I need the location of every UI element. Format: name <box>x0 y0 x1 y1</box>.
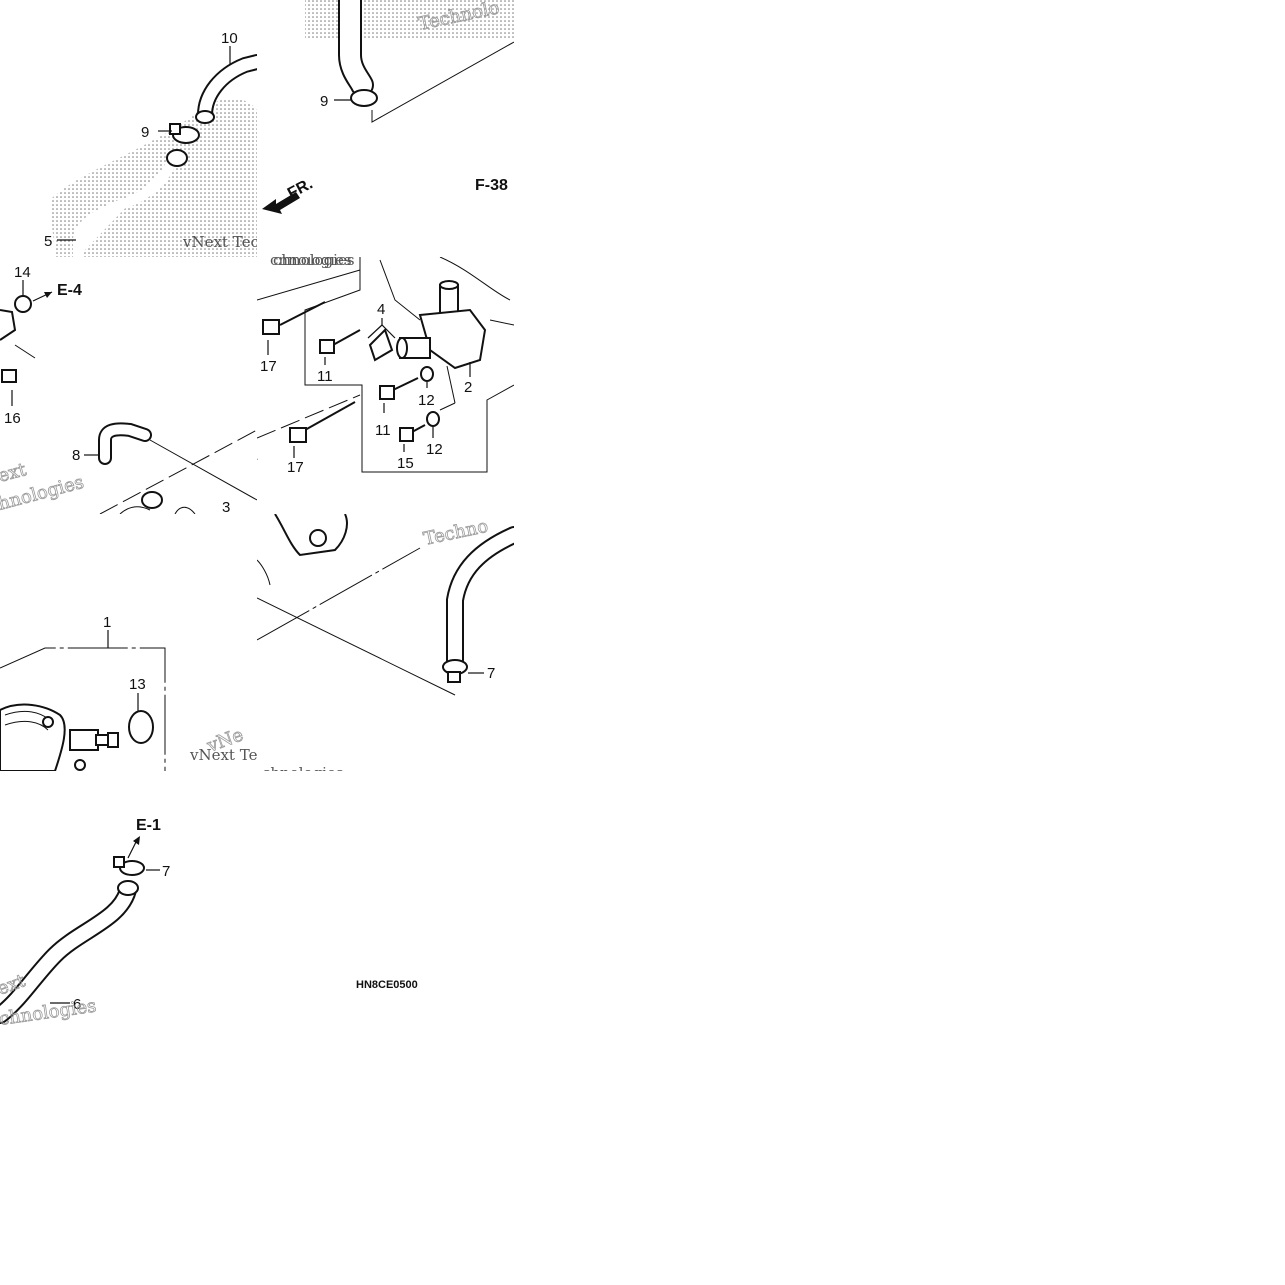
water-pump <box>0 703 119 771</box>
callout-4: 4 <box>377 301 385 318</box>
callout-8: 8 <box>72 447 80 464</box>
callout-7: 7 <box>487 665 495 682</box>
washer-12-lower <box>426 411 440 427</box>
pump-outlet <box>141 491 163 509</box>
bolt-17-upper <box>262 319 280 335</box>
bracket-4 <box>368 328 394 362</box>
watermark-text: ext <box>0 459 29 487</box>
callout-17: 17 <box>287 459 304 476</box>
bolt-11-lower <box>379 385 395 400</box>
callout-16: 16 <box>4 410 21 427</box>
callout-10: 10 <box>221 30 238 47</box>
callout-9: 9 <box>141 124 149 141</box>
bolt-15 <box>399 427 414 442</box>
callout-14: 14 <box>14 264 31 281</box>
callout-15: 15 <box>397 455 414 472</box>
watermark-text: vNext Tec <box>182 233 259 251</box>
callout-5: 5 <box>44 233 52 250</box>
callout-7: 7 <box>162 863 170 880</box>
tile-top-right: Technolo 9 FR. F-38 <box>262 0 514 214</box>
watermark-text: chnologies <box>270 251 352 269</box>
callout-9: 9 <box>320 93 328 110</box>
tile-middle-right: chnologies 17 11 4 2 <box>257 251 514 476</box>
callout-6: 6 <box>73 996 81 1013</box>
watermark-text: vNext Te <box>189 746 258 764</box>
ref-e4: E-4 <box>57 282 82 299</box>
clamp-9-bottom <box>350 89 378 107</box>
fitting-left <box>0 309 17 341</box>
tile-top-left: 10 9 5 vNext Tec <box>44 30 259 257</box>
callout-13: 13 <box>129 676 146 693</box>
callout-12: 12 <box>418 392 435 409</box>
bolt-16 <box>1 369 17 383</box>
tile-bottom-left: E-1 7 6 ext chnologies <box>0 817 170 1028</box>
callout-1: 1 <box>103 614 111 631</box>
callout-11: 11 <box>317 368 333 385</box>
front-arrow: FR. <box>262 175 316 214</box>
ref-f38: F-38 <box>475 177 508 194</box>
watermark-text: chnologies <box>273 251 355 269</box>
tile-lower-left: 1 13 vNext Te vNe <box>0 614 258 771</box>
bolt-17-lower <box>289 427 307 443</box>
bolt-11-upper <box>319 339 335 354</box>
callout-17: 17 <box>260 358 277 375</box>
watermark-text: chnologies <box>262 764 344 782</box>
diagram-code: HN8CE0500 <box>356 979 418 991</box>
o-ring-13 <box>128 710 154 744</box>
ref-e1: E-1 <box>136 817 161 834</box>
hose-5-end <box>166 149 188 167</box>
tile-middle-left: 14 E-4 16 8 3 ext hnologies <box>0 264 257 516</box>
callout-2: 2 <box>464 379 472 396</box>
washer-12-upper <box>420 366 434 382</box>
callout-3: 3 <box>222 499 230 516</box>
callout-11: 11 <box>375 422 391 439</box>
o-ring-14 <box>14 295 32 313</box>
thermostat-housing <box>379 257 514 370</box>
callout-12: 12 <box>426 441 443 458</box>
tile-lower-right: Techno 7 chnologies <box>257 514 514 782</box>
